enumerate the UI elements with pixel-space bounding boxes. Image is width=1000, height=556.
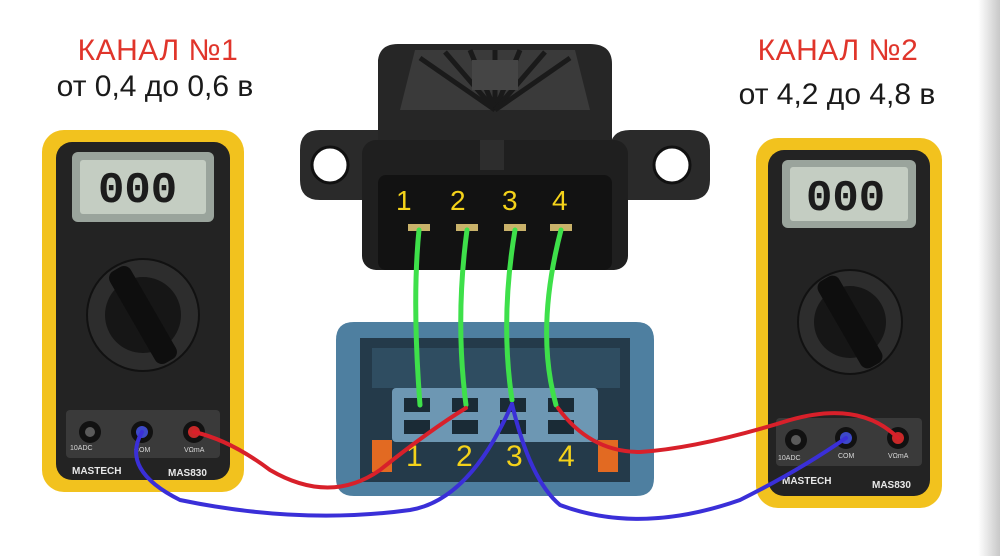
svg-text:10ADC: 10ADC xyxy=(70,445,93,452)
left-red-lead xyxy=(192,406,468,490)
left-meter-model: MAS830 xyxy=(168,468,207,479)
plug-pin-3-label: 3 xyxy=(506,440,523,473)
channel-2-title: КАНАЛ №2 xyxy=(757,34,919,67)
green-wire-2 xyxy=(458,227,470,408)
sensor-pin-1-label: 1 xyxy=(396,185,412,216)
channel-1-range: от 0,4 до 0,6 в xyxy=(56,70,254,103)
svg-text:COM: COM xyxy=(838,453,855,460)
left-blue-lead xyxy=(134,402,514,518)
plug-pin-2-label: 2 xyxy=(456,440,473,473)
right-meter-brand: MASTECH xyxy=(782,476,831,487)
green-wire-4 xyxy=(544,227,564,408)
sensor-pin-4-label: 4 xyxy=(552,185,568,216)
left-meter-brand: MASTECH xyxy=(72,466,121,477)
test-leads xyxy=(134,402,900,521)
svg-text:VΩmA: VΩmA xyxy=(888,453,909,460)
edge-shade xyxy=(978,0,1000,556)
right-blue-lead xyxy=(510,402,848,521)
right-red-lead xyxy=(556,406,900,455)
green-jumper-wires xyxy=(413,227,564,408)
right-meter-display: 000 xyxy=(806,174,885,224)
throttle-position-sensor xyxy=(300,44,710,270)
green-wire-3 xyxy=(504,227,518,403)
multimeter-left: 10ADC COM VΩmA xyxy=(42,130,244,492)
right-meter-model: MAS830 xyxy=(872,480,911,491)
plug-pin-4-label: 4 xyxy=(558,440,575,473)
green-wire-1 xyxy=(413,227,423,408)
harness-connector-plug xyxy=(336,322,654,496)
svg-text:COM: COM xyxy=(134,447,151,454)
svg-text:VΩmA: VΩmA xyxy=(184,447,205,454)
svg-text:10ADC: 10ADC xyxy=(778,455,801,462)
sensor-pin-2-label: 2 xyxy=(450,185,466,216)
channel-2-range: от 4,2 до 4,8 в xyxy=(738,78,936,111)
left-meter-display: 000 xyxy=(98,166,177,216)
sensor-pin-3-label: 3 xyxy=(502,185,518,216)
channel-1-title: КАНАЛ №1 xyxy=(77,34,239,67)
